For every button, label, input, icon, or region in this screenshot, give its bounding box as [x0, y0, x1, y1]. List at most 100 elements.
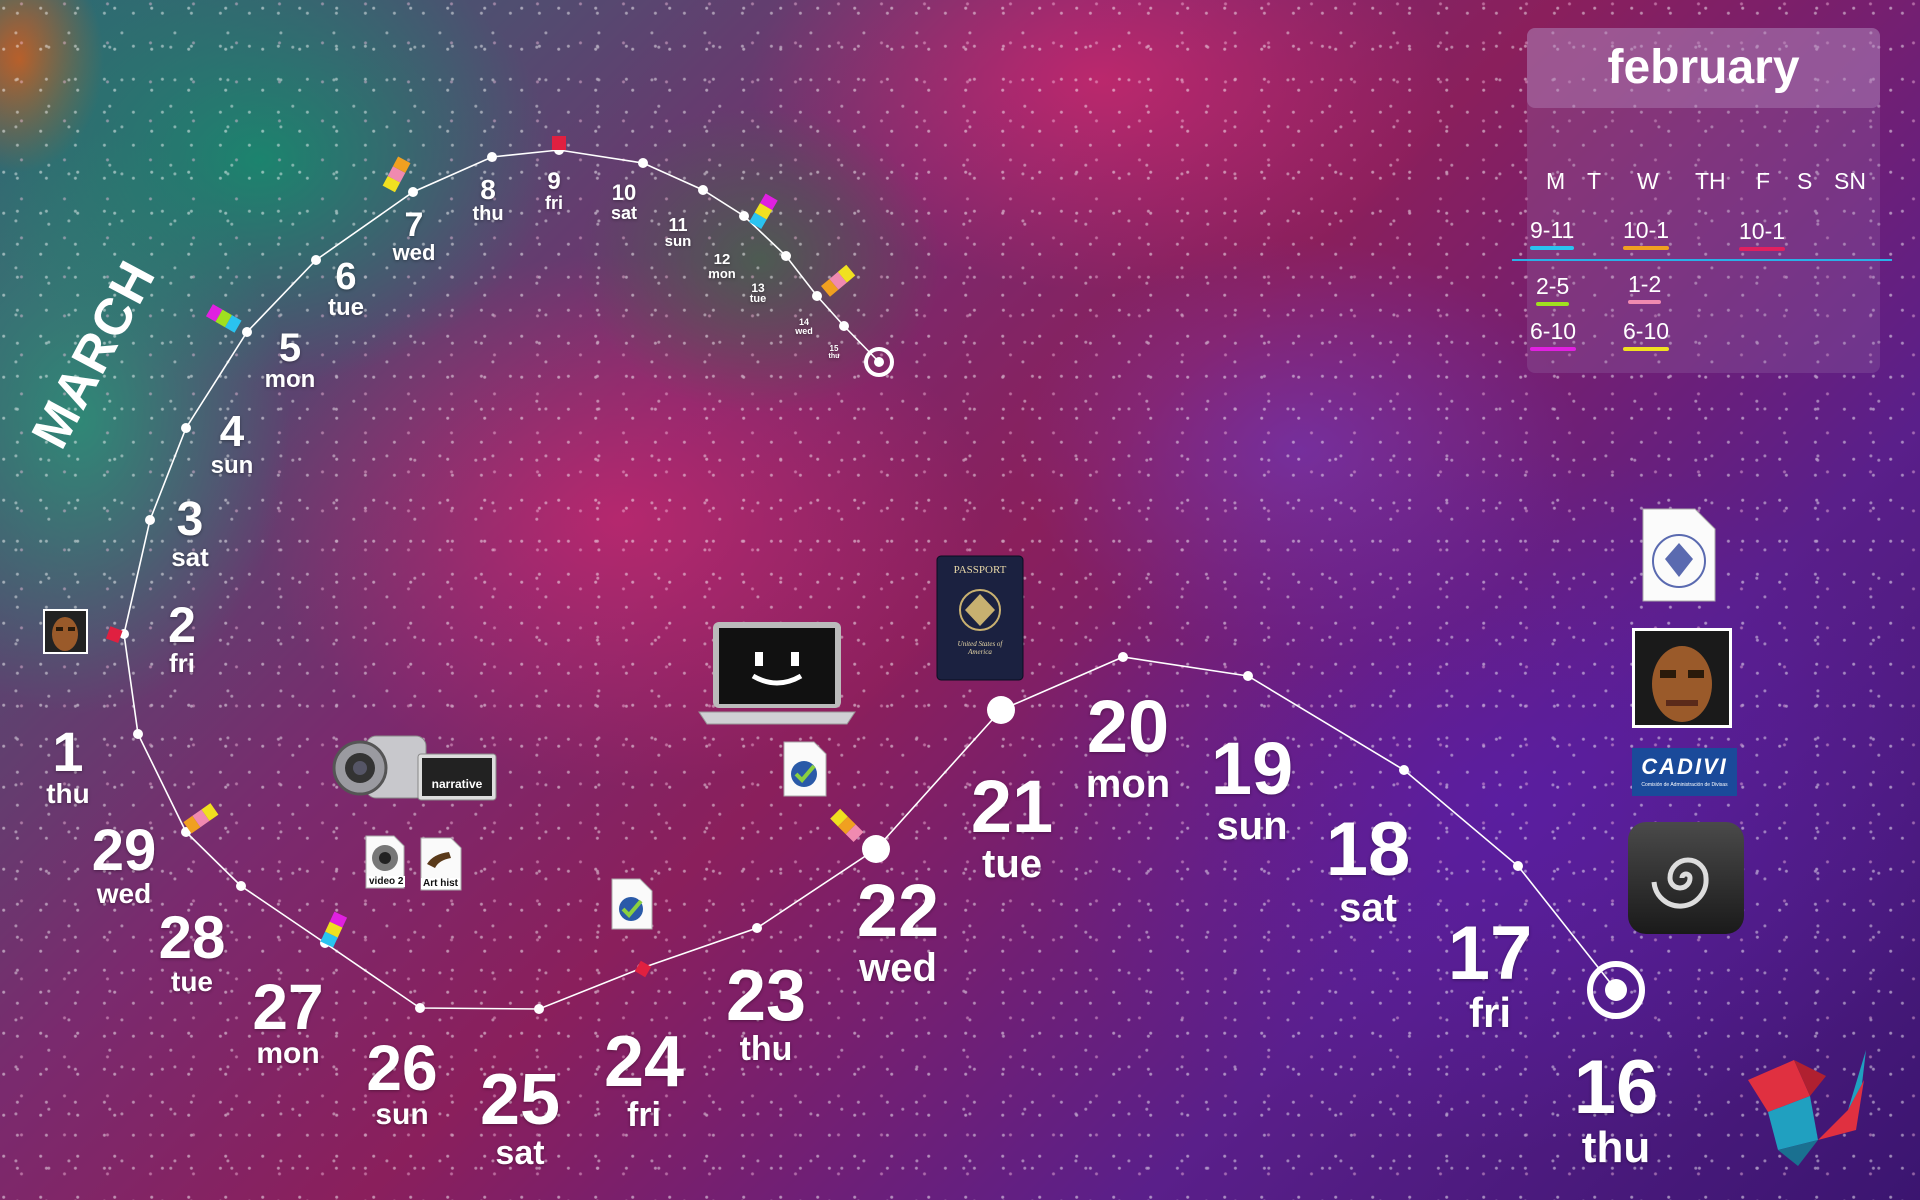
day-of-week: sun	[664, 233, 692, 250]
document-icon[interactable]	[782, 740, 828, 798]
calendar-event[interactable]: 10-1	[1739, 218, 1786, 251]
day-node[interactable]	[739, 211, 749, 221]
end-marker-center	[874, 357, 884, 367]
avatar-icon[interactable]	[43, 609, 88, 654]
day-node[interactable]	[311, 255, 321, 265]
event-tag[interactable]	[205, 304, 242, 333]
video-file-icon[interactable]: video 2	[364, 834, 406, 890]
event-tag[interactable]	[183, 803, 219, 834]
laptop-icon[interactable]	[697, 620, 857, 726]
event-marker-red[interactable]	[105, 626, 123, 643]
day-node[interactable]	[1399, 765, 1409, 775]
day-node[interactable]	[487, 152, 497, 162]
day-node[interactable]	[638, 158, 648, 168]
calendar-event[interactable]: 9-11	[1530, 217, 1575, 250]
event-marker-red[interactable]	[552, 136, 566, 150]
day-node[interactable]	[698, 185, 708, 195]
day-node[interactable]	[181, 827, 191, 837]
day-node[interactable]	[133, 729, 143, 739]
day-node[interactable]	[408, 187, 418, 197]
day-number: 18	[1325, 807, 1411, 892]
calendar-event[interactable]: 2-5	[1536, 273, 1570, 306]
event-marker-red[interactable]	[634, 960, 652, 978]
day-node[interactable]	[839, 321, 849, 331]
calendar-event[interactable]: 10-1	[1623, 217, 1670, 250]
event-tag[interactable]	[749, 193, 778, 230]
day-node-22[interactable]	[862, 835, 890, 863]
day-node[interactable]	[242, 327, 252, 337]
day-node[interactable]	[181, 423, 191, 433]
passport-title: PASSPORT	[953, 564, 1007, 576]
today-marker[interactable]	[1587, 961, 1645, 1019]
cadivi-logo-icon[interactable]: CADIVI Comisión de Administración de Div…	[1632, 748, 1737, 796]
day-node[interactable]	[534, 1004, 544, 1014]
weekday-header: W	[1637, 168, 1659, 194]
day-node[interactable]	[1243, 671, 1253, 681]
day-node[interactable]	[1513, 861, 1523, 871]
day-number: 4	[219, 407, 245, 456]
document-icon[interactable]	[610, 877, 654, 931]
day-node[interactable]	[1118, 652, 1128, 662]
event-tag[interactable]	[821, 264, 856, 297]
event-tag[interactable]	[830, 808, 864, 843]
day-node[interactable]	[145, 515, 155, 525]
calendar-event[interactable]: 6-10	[1623, 318, 1670, 351]
day-of-week: sun	[210, 452, 254, 479]
day-node[interactable]	[236, 881, 246, 891]
day-node[interactable]	[812, 291, 822, 301]
day-number: 29	[91, 818, 157, 883]
day-of-week: wed	[795, 326, 813, 336]
day-number: 14	[798, 317, 810, 327]
month-calendar-widget[interactable]: february M T W TH F S SN 9-11 10-1 10-1 …	[1527, 28, 1880, 373]
passport-icon[interactable]: PASSPORT United States of America	[935, 554, 1025, 682]
end-marker[interactable]	[864, 347, 894, 377]
seal-document-icon[interactable]	[1641, 507, 1717, 603]
event-tag[interactable]	[320, 911, 348, 948]
day-of-week: thu	[739, 1030, 793, 1068]
camcorder-icon[interactable]: narrative	[326, 728, 498, 812]
event-tag[interactable]	[382, 156, 411, 193]
day-of-week: sat	[171, 542, 209, 572]
art-file-icon[interactable]: Art hist	[419, 836, 463, 892]
day-of-week: sun	[1216, 804, 1288, 848]
calendar-event[interactable]: 6-10	[1530, 318, 1577, 351]
porygon-icon[interactable]	[1738, 1040, 1874, 1170]
day-node[interactable]	[781, 251, 791, 261]
day-node[interactable]	[752, 923, 762, 933]
spiral-app-icon[interactable]	[1628, 822, 1744, 934]
calendar-event[interactable]: 1-2	[1628, 271, 1662, 304]
day-node-21[interactable]	[987, 696, 1015, 724]
day-node[interactable]	[415, 1003, 425, 1013]
day-of-week: fri	[545, 193, 563, 213]
avatar-icon[interactable]	[1632, 628, 1732, 728]
